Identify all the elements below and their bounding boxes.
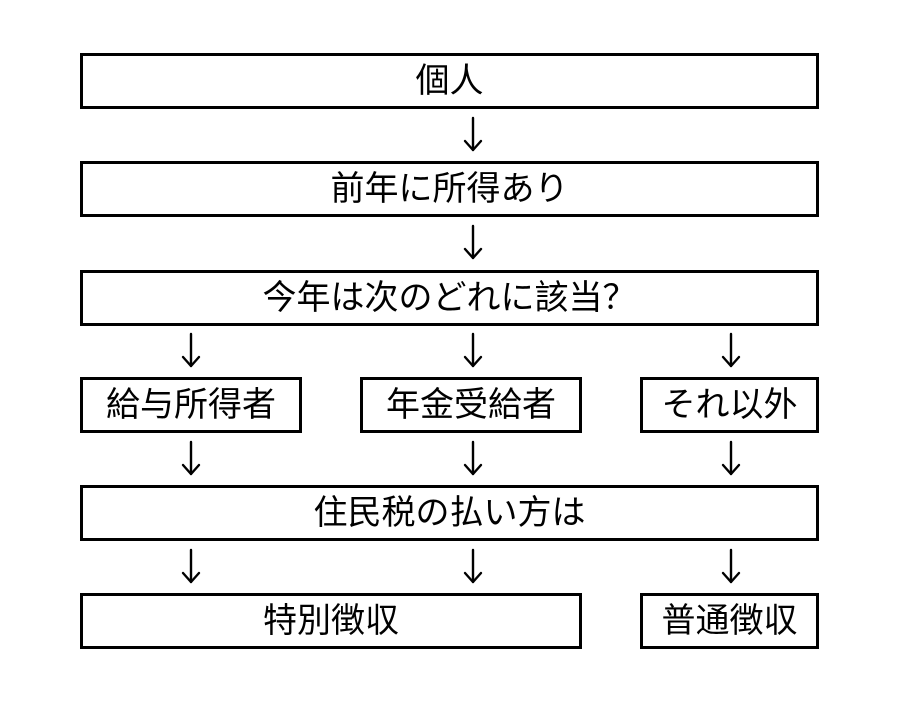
node-payment-method: 住民税の払い方は: [80, 485, 819, 541]
down-arrow-icon: [463, 548, 483, 584]
node-individual: 個人: [80, 53, 819, 109]
node-salary-earner-label: 給与所得者: [106, 385, 276, 425]
down-arrow-icon: [721, 440, 741, 476]
node-prior-year-income: 前年に所得あり: [80, 161, 819, 217]
node-salary-earner: 給与所得者: [80, 377, 302, 433]
node-ordinary-collection: 普通徴収: [640, 593, 819, 649]
node-prior-year-income-label: 前年に所得あり: [330, 169, 569, 209]
node-question: 今年は次のどれに該当？: [80, 270, 819, 326]
node-special-collection: 特別徴収: [80, 593, 582, 649]
node-special-collection-label: 特別徴収: [263, 601, 399, 641]
node-payment-method-label: 住民税の払い方は: [313, 493, 586, 533]
down-arrow-icon: [181, 332, 201, 368]
node-pension-recipient-label: 年金受給者: [386, 385, 556, 425]
node-individual-label: 個人: [415, 61, 484, 101]
down-arrow-icon: [721, 332, 741, 368]
down-arrow-icon: [463, 116, 483, 152]
node-other-label: それ以外: [661, 385, 798, 425]
down-arrow-icon: [721, 548, 741, 584]
node-other: それ以外: [640, 377, 819, 433]
down-arrow-icon: [463, 332, 483, 368]
down-arrow-icon: [181, 548, 201, 584]
down-arrow-icon: [463, 224, 483, 260]
node-ordinary-collection-label: 普通徴収: [661, 601, 798, 641]
down-arrow-icon: [181, 440, 201, 476]
down-arrow-icon: [463, 440, 483, 476]
node-pension-recipient: 年金受給者: [360, 377, 582, 433]
node-question-label: 今年は次のどれに該当？: [262, 278, 637, 318]
